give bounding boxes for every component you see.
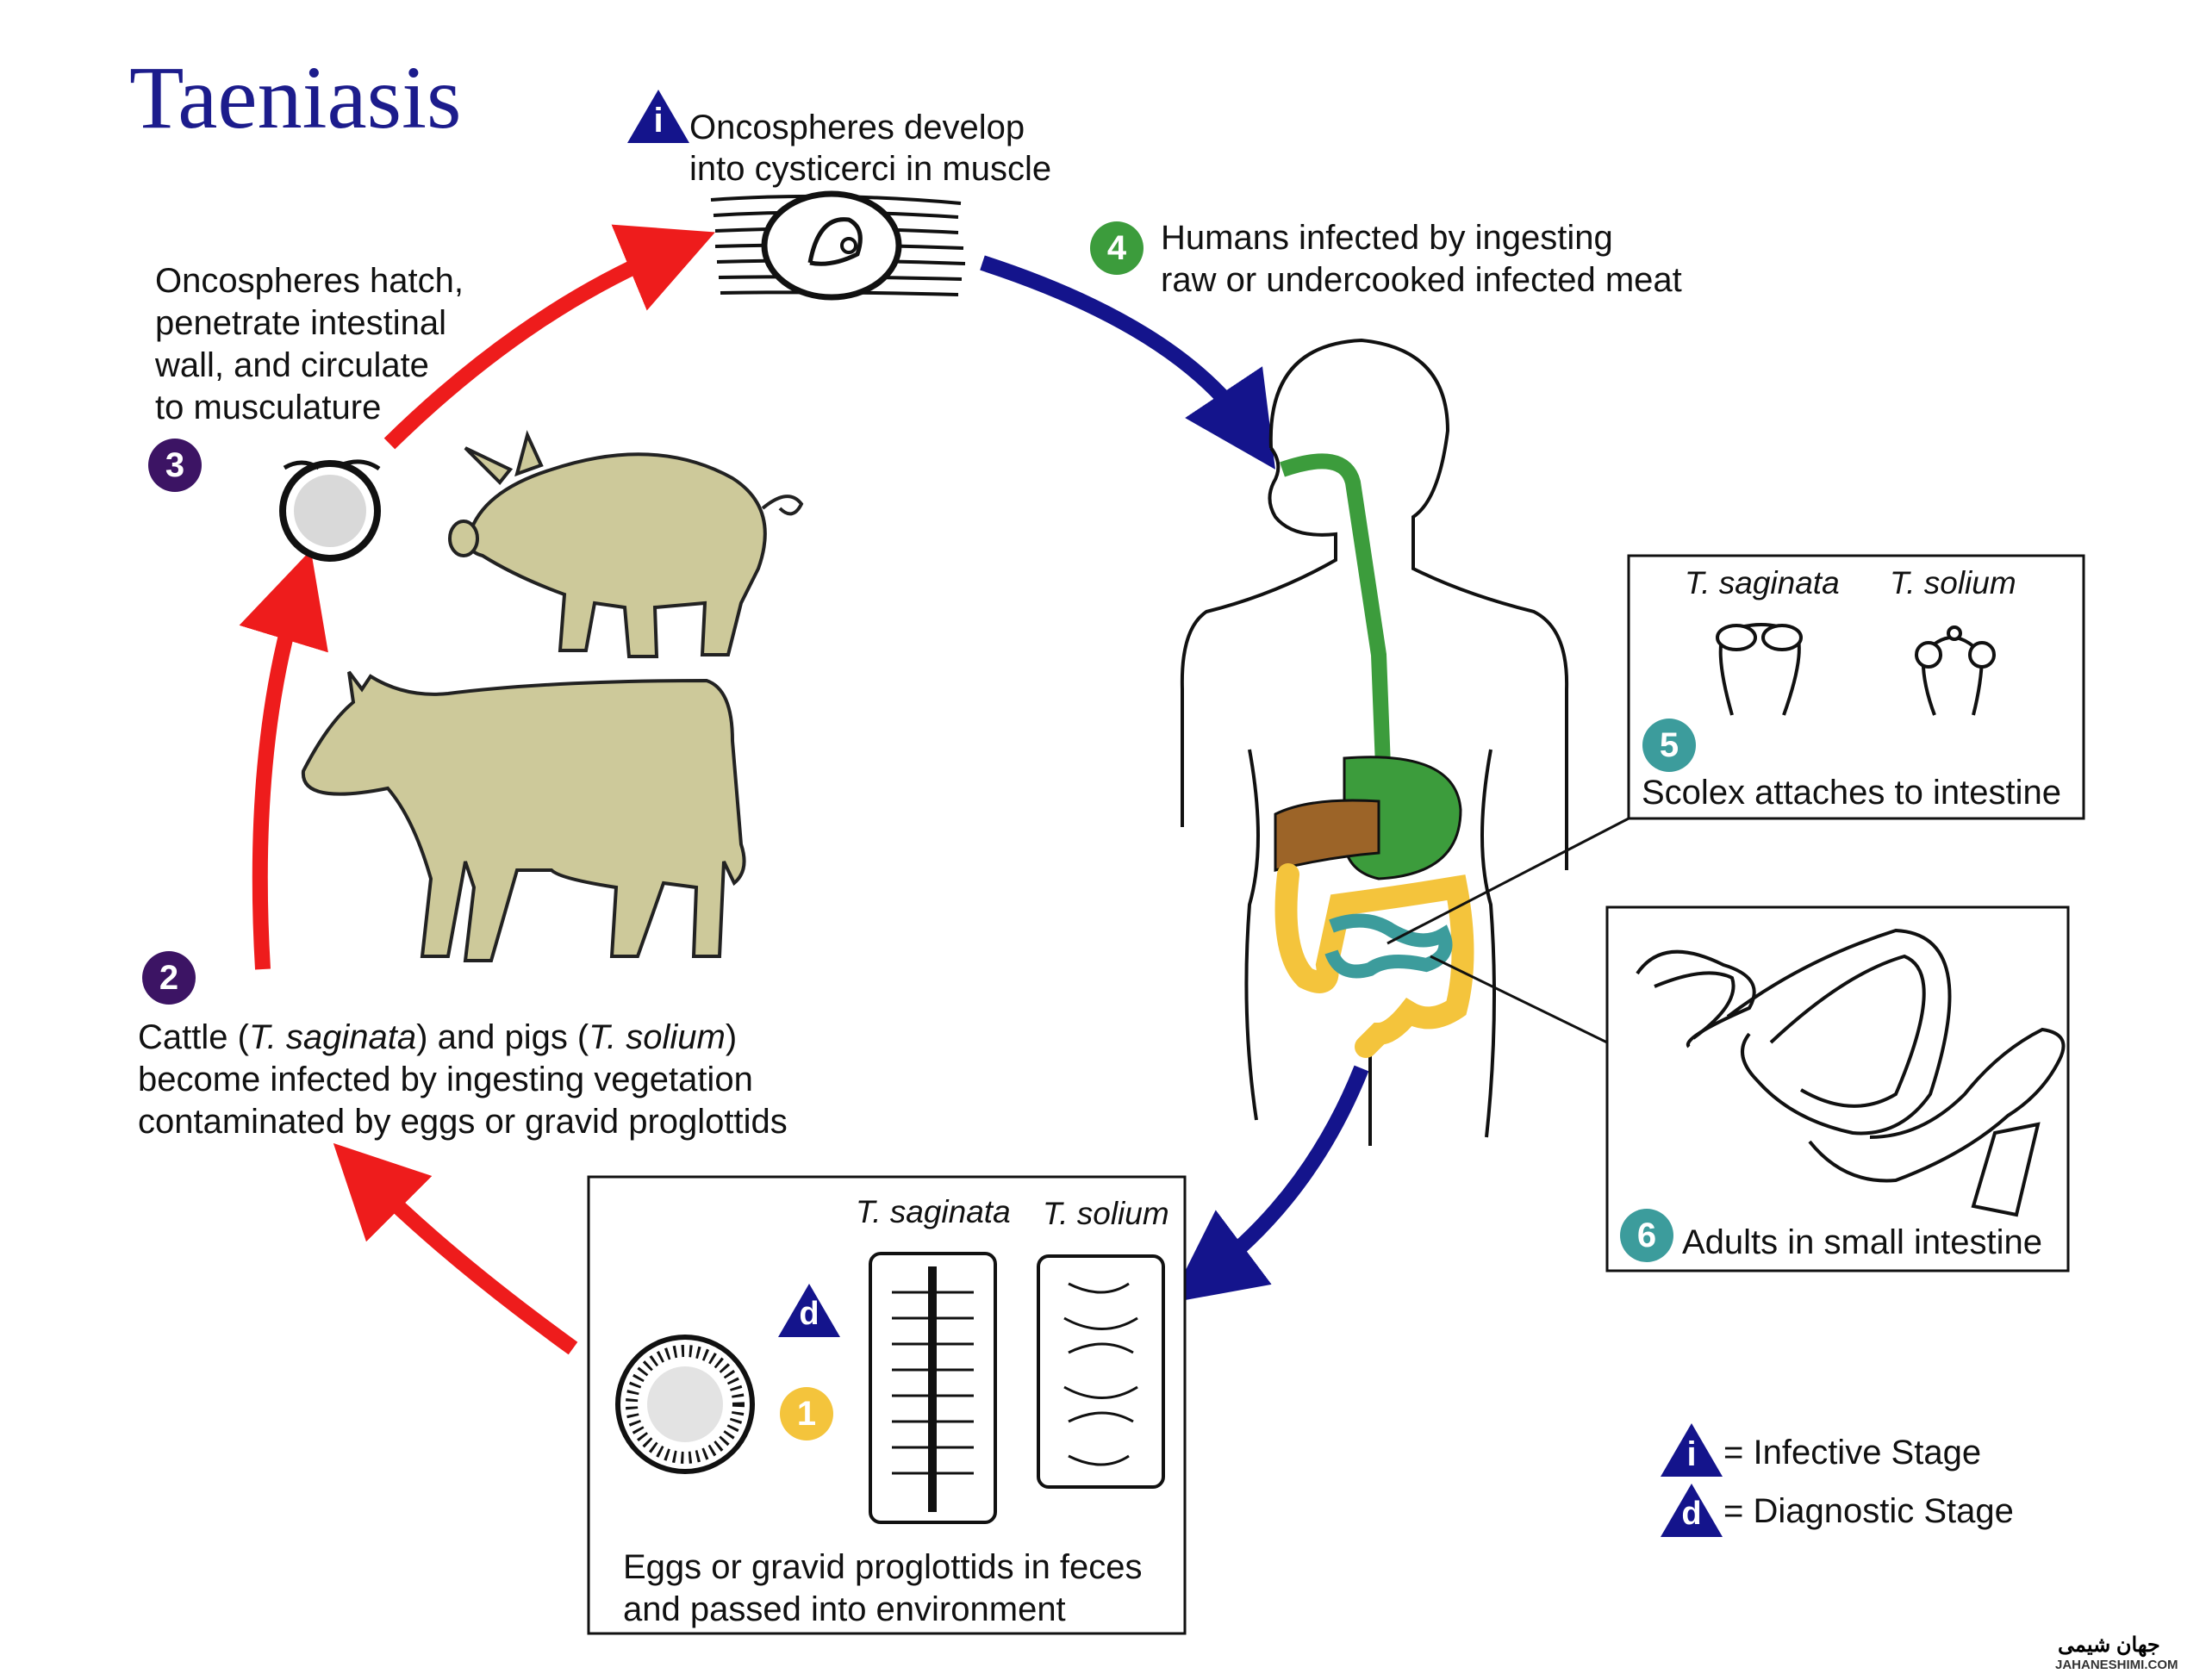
arrow-cysticerci-to-human [980,255,1275,470]
scolex-species-b: T. solium [1890,565,2016,600]
stage-2-line1-c: ) and pigs ( [416,1018,589,1056]
stage-3-badge: 3 [148,439,202,492]
proglottid-species-a: T. saginata [856,1194,1011,1229]
pointer-to-adults-box [1430,955,1608,1044]
human-silhouette [1180,338,1569,1146]
legend-diagnostic-marker: d [1661,1484,1723,1537]
stage-5-badge: 5 [1642,719,1696,772]
legend-infective-marker-letter: i [1686,1435,1697,1473]
stage-2-species-a: T. saginata [248,1018,417,1056]
pig-illustration [448,430,804,658]
egg-illustration [615,1335,755,1474]
stage-3-line4: to musculature [155,389,382,426]
digestive-tract-illustration [1274,453,1474,1058]
cysticercus-in-muscle-illustration [710,190,966,301]
stage-1-badge: 1 [780,1387,833,1440]
stage-3-line2: penetrate intestinal [155,304,447,342]
stage-2-line1-e: ) [725,1018,738,1056]
adult-worms-box [1605,905,2070,1272]
stage-i-line2: into cysticerci in muscle [689,150,1052,188]
diagnostic-stage-marker: d [778,1284,840,1337]
stage-3-line1: Oncospheres hatch, [155,262,464,300]
legend-infective-label: = Infective Stage [1723,1434,1982,1472]
stage-i-line1: Oncospheres develop [689,109,1025,146]
legend-infective-marker: i [1661,1423,1723,1477]
arrow-stage1-to-stage2 [333,1142,578,1355]
stage-4-line2: raw or undercooked infected meat [1161,261,1682,299]
scolex-species-a: T. saginata [1685,565,1840,600]
stage-2-line1: Cattle (T. saginata) and pigs (T. solium… [138,1017,737,1059]
stage-6-badge: 6 [1620,1209,1673,1262]
scolex-illustrations [1716,623,1996,716]
stage-2-badge: 2 [142,951,196,1005]
diagram-title: Taeniasis [129,48,462,147]
stage-2-line1-a: Cattle ( [138,1018,249,1056]
legend-diagnostic-marker-letter: d [1681,1496,1702,1532]
watermark-logo-text: جهان شیمی [2058,1633,2160,1657]
adult-worms-illustration [1636,928,2066,1217]
proglottid-species-b: T. solium [1043,1196,1169,1231]
arrow-stage3-to-cysticerci [383,224,715,450]
scolex-box [1627,554,2085,820]
proglottids-illustration [869,1252,1165,1524]
infective-stage-marker: i [627,90,689,143]
stage-4-badge: 4 [1090,221,1144,275]
stage-2-line2: become infected by ingesting vegetation [138,1061,753,1098]
stage-1-line2: and passed into environment [623,1590,1066,1628]
diagnostic-stage-marker-letter: d [799,1296,819,1332]
stage-3-line3: wall, and circulate [155,346,429,384]
legend-diagnostic-label: = Diagnostic Stage [1723,1492,2014,1530]
pointer-to-scolex-box [1387,817,1630,945]
stage-1-line1: Eggs or gravid proglottids in feces [623,1548,1143,1586]
stage-5-caption: Scolex attaches to intestine [1642,774,2061,812]
arrow-human-to-feces [1168,1065,1369,1304]
watermark-url: JAHANESHIMI.COM [2055,1658,2178,1672]
stage-2-species-b: T. solium [589,1018,726,1056]
stage-2-line3: contaminated by eggs or gravid proglotti… [138,1103,788,1141]
stage-4-line1: Humans infected by ingesting [1161,219,1613,257]
infective-stage-marker-letter: i [653,102,664,140]
cow-illustration [301,670,746,962]
stage-6-caption: Adults in small intestine [1682,1223,2042,1261]
arrow-stage2-to-stage3 [239,550,328,970]
oncosphere-illustration [279,459,381,562]
